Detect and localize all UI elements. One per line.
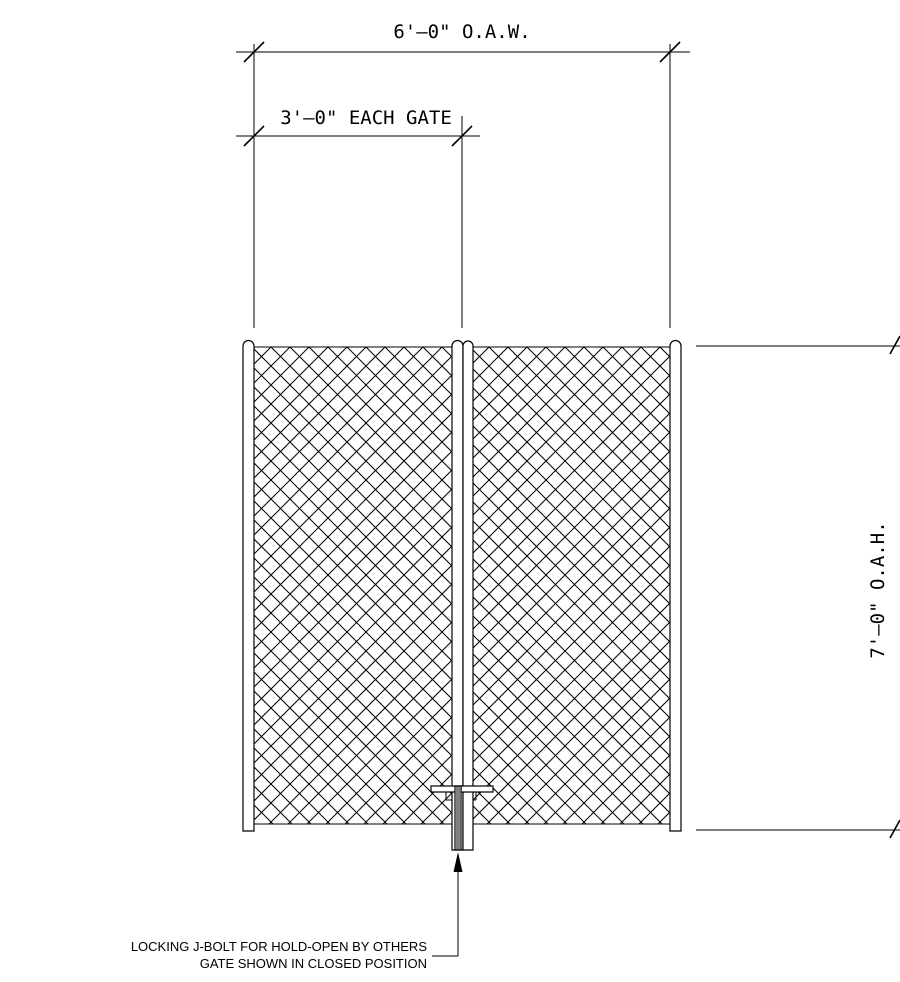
- overall-height-label: 7'–0" O.A.H.: [867, 521, 889, 658]
- j-bolt-assembly: [430, 785, 494, 851]
- each-gate-label: 3'–0" EACH GATE: [280, 107, 452, 129]
- each-gate-dimension: 3'–0" EACH GATE: [236, 107, 480, 147]
- height-tick-bottom: [889, 819, 900, 839]
- hinge-post-left: [242, 339, 255, 832]
- overall-width-label: 6'–0" O.A.W.: [393, 21, 530, 43]
- note-line-1: LOCKING J-BOLT FOR HOLD-OPEN BY OTHERS: [131, 939, 427, 954]
- latch-post-right-gate: [462, 340, 474, 851]
- height-tick-top: [889, 335, 900, 355]
- gate-rails: [254, 346, 670, 825]
- note-leader: [432, 852, 463, 957]
- gate-mesh-left: [254, 347, 452, 824]
- j-bolt-bracket-right: [460, 785, 494, 793]
- extension-lines: [253, 44, 900, 839]
- drop-rod: [454, 785, 462, 851]
- overall-width-dimension: 6'–0" O.A.W.: [236, 21, 690, 63]
- latch-post-left-gate: [451, 339, 464, 851]
- note-line-2: GATE SHOWN IN CLOSED POSITION: [200, 956, 427, 971]
- hinge-post-right: [669, 339, 682, 832]
- gate-posts: [242, 339, 682, 851]
- leader-arrow-icon: [453, 852, 463, 872]
- gate-mesh-right: [472, 347, 670, 824]
